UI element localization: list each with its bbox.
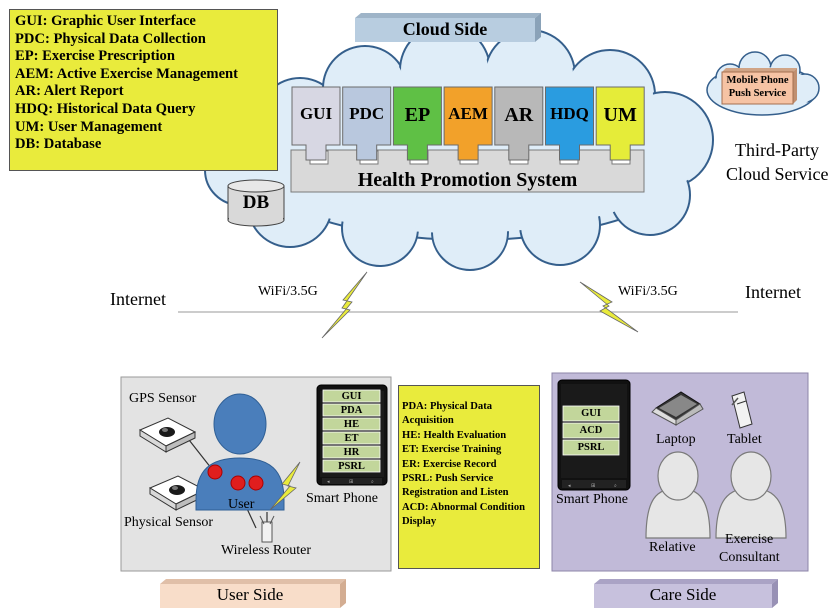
phone-legend-entry: PSRL: Push Service Registration and List…	[402, 473, 509, 499]
cloud-legend-entry: AEM: Active Exercise Management	[15, 65, 239, 82]
module-block-pdc	[342, 86, 392, 161]
care-phone-item-psrl[interactable]: PSRL	[577, 442, 605, 453]
user-phone-item-et[interactable]: ET	[344, 433, 359, 444]
cloud-side-title: Cloud Side	[402, 19, 488, 39]
user-phone-item-box	[322, 459, 381, 473]
svg-text:◂: ◂	[568, 483, 571, 489]
user-phone-item-pda[interactable]: PDA	[340, 405, 363, 416]
cloud-legend-entry: PDC: Physical Data Collection	[15, 30, 206, 47]
svg-text:⌕: ⌕	[371, 479, 374, 485]
svg-text:⌕: ⌕	[614, 483, 617, 489]
user-phone-item-gui[interactable]: GUI	[341, 391, 362, 402]
cloud-side-tab-shape	[355, 13, 541, 42]
internet-left-label: Internet	[110, 289, 166, 309]
phone-legend-entry: PDA: Physical Data Acquisition	[402, 401, 493, 427]
user-phone-item-hr[interactable]: HR	[343, 447, 360, 458]
third-party-line1: Third-Party	[735, 140, 819, 160]
tablet-icon	[731, 391, 753, 429]
user-wearable-dots	[207, 464, 264, 491]
wireless-router-label: Wireless Router	[221, 543, 312, 558]
third-party-line2: Cloud Service	[726, 164, 829, 184]
lightning-left-icon	[321, 271, 368, 339]
module-block-um	[595, 86, 645, 161]
cloud-legend-entry: GUI: Graphic User Interface	[15, 13, 196, 29]
module-block-ep	[392, 86, 442, 161]
user-label: User	[228, 497, 255, 512]
user-phone-item-box	[322, 403, 381, 417]
relative-label: Relative	[649, 540, 696, 555]
db-cylinder-icon	[227, 179, 285, 227]
svg-text:◂: ◂	[327, 479, 330, 485]
module-block-ar	[494, 86, 544, 161]
module-block-hdq	[545, 86, 594, 161]
user-side-title: User Side	[216, 585, 284, 604]
cloud-legend-entry: HDQ: Historical Data Query	[15, 100, 196, 117]
tablet-label: Tablet	[727, 432, 762, 447]
module-label-hdq: HDQ	[550, 104, 589, 123]
phone-legend-entry: HE: Health Evaluation	[402, 429, 507, 441]
module-block-aem	[443, 86, 493, 161]
user-phone-item-box	[322, 445, 381, 459]
module-label-aem: AEM	[448, 104, 488, 123]
phone-legend-entry: ET: Exercise Training	[402, 444, 502, 456]
module-blocks	[291, 86, 645, 161]
db-label: DB	[242, 192, 270, 213]
care-phone-item-box	[562, 422, 620, 439]
relative-person-icon	[645, 451, 711, 539]
svg-text:⊞: ⊞	[591, 483, 595, 489]
push-service-box	[721, 68, 797, 105]
care-smart-phone-label: Smart Phone	[556, 492, 628, 507]
internet-right-label: Internet	[745, 282, 801, 302]
care-phone-item-shapes	[562, 405, 620, 456]
wireless-router-icon	[259, 512, 275, 543]
module-label-um: UM	[603, 104, 637, 126]
user-phone-item-shapes	[322, 389, 381, 473]
consultant-label-line2: Consultant	[719, 550, 780, 565]
laptop-label: Laptop	[656, 432, 696, 447]
module-label-gui: GUI	[299, 104, 333, 123]
cloud-legend-entry: EP: Exercise Prescription	[15, 48, 175, 65]
physical-sensor-label: Physical Sensor	[124, 515, 214, 530]
consultant-person-icon	[715, 451, 787, 539]
wifi-left-label: WiFi/3.5G	[258, 284, 318, 299]
gps-sensor-icon	[138, 417, 197, 453]
user-phone-item-he[interactable]: HE	[343, 419, 360, 430]
care-phone-item-gui[interactable]: GUI	[581, 408, 601, 419]
wifi-right-label: WiFi/3.5G	[618, 284, 678, 299]
module-block-gui	[291, 86, 341, 161]
user-side-tab-shape	[160, 579, 346, 608]
health-promotion-system-label: Health Promotion System	[357, 169, 578, 191]
care-phone-item-box	[562, 439, 620, 456]
gps-sensor-label: GPS Sensor	[129, 391, 197, 406]
user-phone-item-box	[322, 389, 381, 403]
user-phone-item-psrl[interactable]: PSRL	[338, 461, 365, 472]
cloud-legend-entry: AR: Alert Report	[15, 83, 124, 100]
module-label-ep: EP	[404, 104, 431, 126]
consultant-label-line1: Exercise	[725, 532, 774, 547]
care-side-title: Care Side	[649, 585, 717, 604]
cloud-legend-entry: UM: User Management	[15, 118, 163, 135]
cloud-legend-entry: DB: Database	[15, 136, 102, 153]
module-label-ar: AR	[504, 104, 534, 126]
phone-legend-entry: ER: Exercise Record	[402, 458, 497, 470]
care-phone-item-box	[562, 405, 620, 422]
phone-legend-entry: ACD: Abnormal Condition Display	[402, 501, 526, 528]
care-phone-item-acd[interactable]: ACD	[579, 425, 603, 436]
lightning-router-phone-icon	[269, 461, 301, 511]
lightning-right-icon	[579, 281, 639, 333]
module-label-pdc: PDC	[349, 104, 385, 123]
user-phone-item-box	[322, 431, 381, 445]
care-side-tab-shape	[594, 579, 778, 608]
user-phone-item-box	[322, 417, 381, 431]
user-smart-phone-label: Smart Phone	[306, 491, 378, 506]
laptop-icon	[651, 391, 704, 426]
push-service-label: Mobile Phone Push Service	[726, 75, 789, 99]
svg-text:⊞: ⊞	[349, 479, 353, 485]
